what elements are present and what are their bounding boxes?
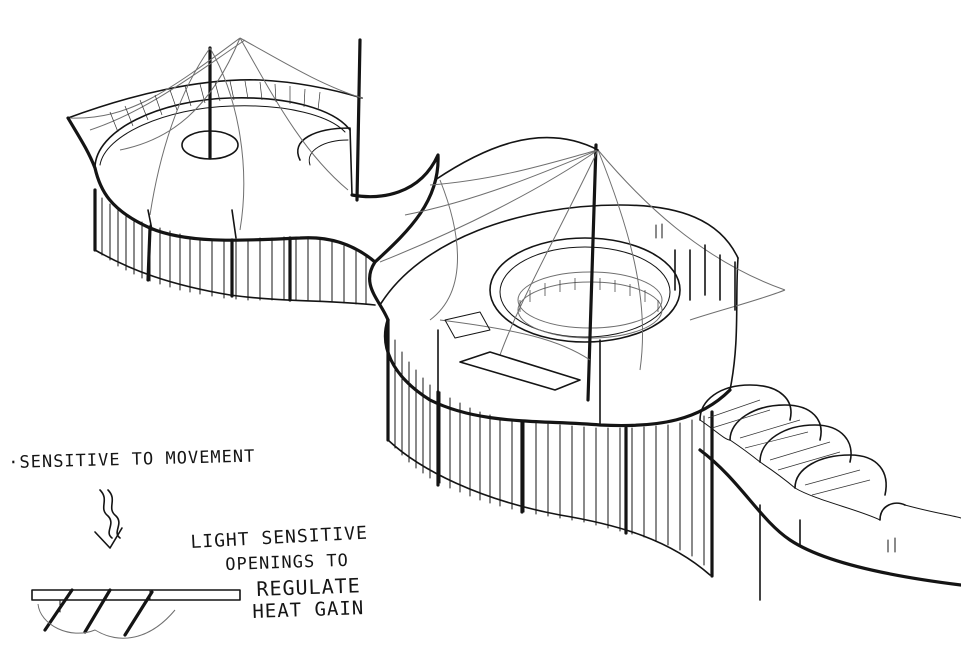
squiggle-arrow-icon [94,489,123,549]
canopy-walkway [698,384,961,601]
central-pavilion [350,136,786,578]
louver-detail [31,588,241,639]
annotation-heat-gain: HEAT GAIN [252,597,365,623]
left-pavilion [66,37,377,306]
